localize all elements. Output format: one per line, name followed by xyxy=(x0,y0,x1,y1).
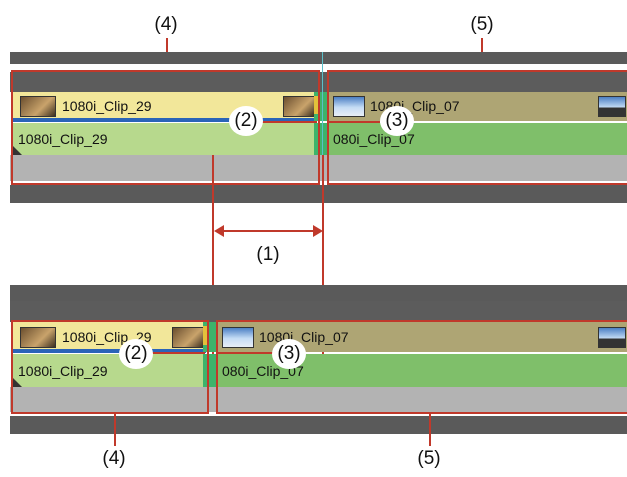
top-selection-box-right xyxy=(327,70,627,185)
bottom-selection-box-right xyxy=(216,320,627,414)
top-track-header-strip xyxy=(10,52,627,64)
top-bubble-two: (2) xyxy=(229,106,263,136)
bottom-track-bottom-strip xyxy=(10,416,627,434)
trim-arrow-shaft xyxy=(222,230,314,232)
top-bubble-three-leader xyxy=(328,121,380,123)
top-bubble-three: (3) xyxy=(380,106,414,136)
bottom-bubble-three: (3) xyxy=(272,339,306,369)
bottom-selection-box-left xyxy=(11,320,209,414)
bottom-track-header-strip xyxy=(10,285,627,301)
callout-top-right: (5) xyxy=(460,14,504,36)
bottom-bubble-two: (2) xyxy=(119,339,153,369)
trim-arrow-right-head xyxy=(313,225,323,237)
callout-bottom-right-leader xyxy=(429,414,431,446)
bottom-bubble-two-leader xyxy=(150,352,205,354)
callout-middle: (1) xyxy=(246,244,290,266)
callout-bottom-left: (4) xyxy=(92,448,136,470)
trim-arrow-left-head xyxy=(214,225,224,237)
callout-top-left: (4) xyxy=(144,14,188,36)
callout-bottom-right: (5) xyxy=(407,448,451,470)
top-bubble-two-leader xyxy=(262,121,317,123)
bottom-track-upper-bar xyxy=(10,301,627,322)
top-selection-box-left xyxy=(11,70,320,185)
callout-bottom-left-leader xyxy=(114,414,116,446)
bottom-bubble-three-leader xyxy=(217,352,273,354)
top-track-bottom-strip xyxy=(10,185,627,203)
